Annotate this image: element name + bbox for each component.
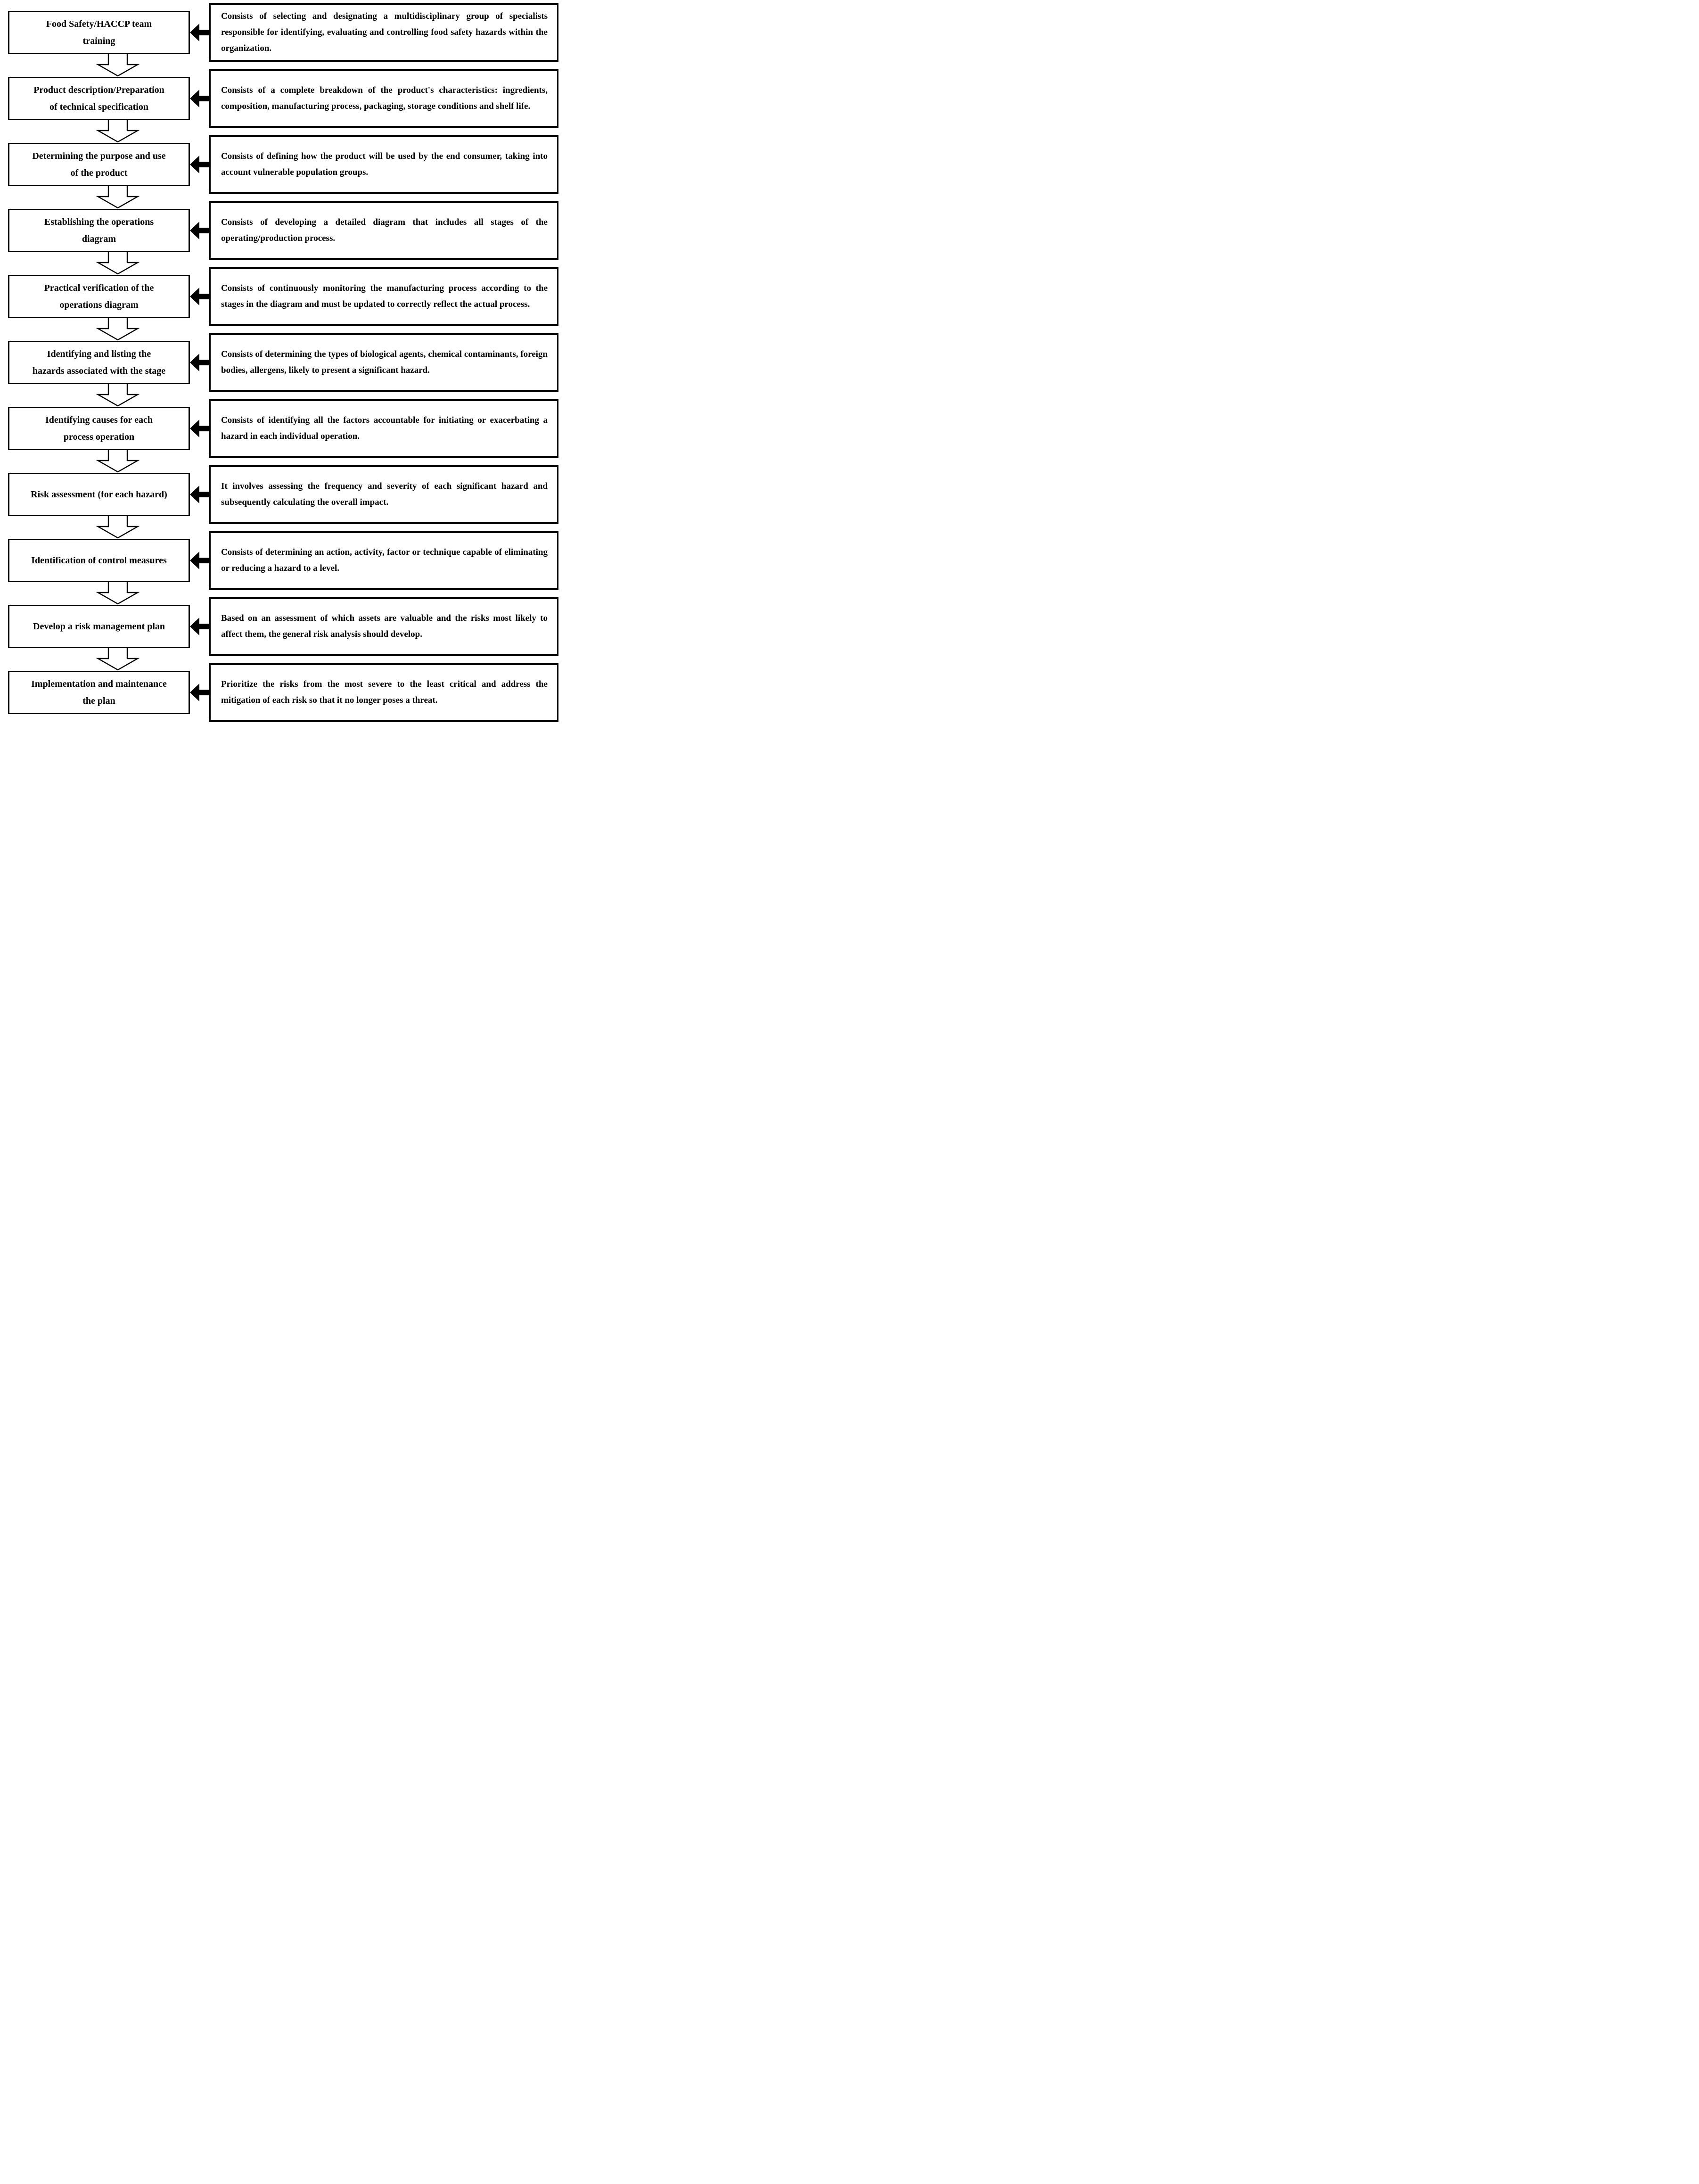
left-arrow-icon — [190, 418, 209, 439]
process-box-8: Risk assessment (for each hazard) — [8, 473, 190, 516]
flow-row-5: Practical verification of the operations… — [8, 267, 566, 326]
left-arrow-icon — [190, 352, 209, 373]
description-text-7: Consists of identifying all the factors … — [221, 415, 548, 441]
description-text-1: Consists of selecting and designating a … — [221, 11, 548, 54]
process-label-4: Establishing the operations diagram — [44, 217, 154, 244]
description-box-9: Consists of determining an action, activ… — [209, 531, 558, 590]
process-box-1: Food Safety/HACCP team training — [8, 11, 190, 54]
down-arrow-connector-4 — [8, 260, 566, 267]
process-label-11: Implementation and maintenance the plan — [31, 679, 167, 706]
process-label-6: Identifying and listing the hazards asso… — [32, 349, 166, 376]
left-arrow-icon — [190, 484, 209, 505]
left-arrow-icon — [190, 616, 209, 637]
process-box-10: Develop a risk management plan — [8, 605, 190, 648]
down-arrow-connector-3 — [8, 194, 566, 201]
description-box-4: Consists of developing a detailed diagra… — [209, 201, 558, 260]
down-arrow-connector-10 — [8, 656, 566, 663]
description-text-5: Consists of continuously monitoring the … — [221, 283, 548, 309]
flow-row-8: Risk assessment (for each hazard) It inv… — [8, 465, 566, 524]
description-text-6: Consists of determining the types of bio… — [221, 349, 548, 375]
description-text-11: Prioritize the risks from the most sever… — [221, 679, 548, 705]
flow-diagram: Food Safety/HACCP team training Consists… — [0, 0, 566, 728]
left-arrow-icon — [190, 220, 209, 241]
description-box-7: Consists of identifying all the factors … — [209, 399, 558, 458]
left-arrow-icon — [190, 88, 209, 109]
flow-row-6: Identifying and listing the hazards asso… — [8, 333, 566, 392]
down-arrow-connector-6 — [8, 392, 566, 399]
process-box-2: Product description/Preparation of techn… — [8, 77, 190, 120]
left-arrow-icon — [190, 22, 209, 43]
flow-row-3: Determining the purpose and use of the p… — [8, 135, 566, 194]
left-arrow-icon — [190, 550, 209, 571]
process-box-9: Identification of control measures — [8, 539, 190, 582]
down-arrow-connector-7 — [8, 458, 566, 465]
process-box-3: Determining the purpose and use of the p… — [8, 143, 190, 186]
process-label-5: Practical verification of the operations… — [44, 283, 154, 310]
process-label-9: Identification of control measures — [31, 555, 167, 566]
description-text-9: Consists of determining an action, activ… — [221, 547, 548, 573]
flow-row-11: Implementation and maintenance the plan … — [8, 663, 566, 722]
flow-row-7: Identifying causes for each process oper… — [8, 399, 566, 458]
description-text-2: Consists of a complete breakdown of the … — [221, 85, 548, 111]
process-label-1: Food Safety/HACCP team training — [46, 19, 152, 46]
down-arrow-connector-8 — [8, 524, 566, 531]
description-text-4: Consists of developing a detailed diagra… — [221, 217, 548, 243]
down-arrow-connector-2 — [8, 128, 566, 135]
process-label-3: Determining the purpose and use of the p… — [32, 151, 166, 178]
description-text-3: Consists of defining how the product wil… — [221, 151, 548, 177]
process-box-11: Implementation and maintenance the plan — [8, 671, 190, 714]
process-label-10: Develop a risk management plan — [33, 621, 165, 632]
flow-row-10: Develop a risk management plan Based on … — [8, 597, 566, 656]
process-label-8: Risk assessment (for each hazard) — [31, 489, 167, 500]
description-box-1: Consists of selecting and designating a … — [209, 3, 558, 62]
flow-row-1: Food Safety/HACCP team training Consists… — [8, 3, 566, 62]
process-box-4: Establishing the operations diagram — [8, 209, 190, 252]
process-box-5: Practical verification of the operations… — [8, 275, 190, 318]
left-arrow-icon — [190, 286, 209, 307]
description-box-3: Consists of defining how the product wil… — [209, 135, 558, 194]
process-label-2: Product description/Preparation of techn… — [33, 85, 164, 112]
description-text-10: Based on an assessment of which assets a… — [221, 613, 548, 639]
left-arrow-icon — [190, 154, 209, 175]
flow-row-4: Establishing the operations diagram Cons… — [8, 201, 566, 260]
process-label-7: Identifying causes for each process oper… — [45, 415, 153, 442]
process-box-7: Identifying causes for each process oper… — [8, 407, 190, 450]
down-arrow-connector-1 — [8, 62, 566, 69]
description-box-2: Consists of a complete breakdown of the … — [209, 69, 558, 128]
description-box-8: It involves assessing the frequency and … — [209, 465, 558, 524]
down-arrow-connector-9 — [8, 590, 566, 597]
flow-row-2: Product description/Preparation of techn… — [8, 69, 566, 128]
process-box-6: Identifying and listing the hazards asso… — [8, 341, 190, 384]
flow-row-9: Identification of control measures Consi… — [8, 531, 566, 590]
description-box-11: Prioritize the risks from the most sever… — [209, 663, 558, 722]
left-arrow-icon — [190, 682, 209, 703]
down-arrow-connector-5 — [8, 326, 566, 333]
description-box-6: Consists of determining the types of bio… — [209, 333, 558, 392]
description-box-5: Consists of continuously monitoring the … — [209, 267, 558, 326]
description-box-10: Based on an assessment of which assets a… — [209, 597, 558, 656]
description-text-8: It involves assessing the frequency and … — [221, 481, 548, 507]
